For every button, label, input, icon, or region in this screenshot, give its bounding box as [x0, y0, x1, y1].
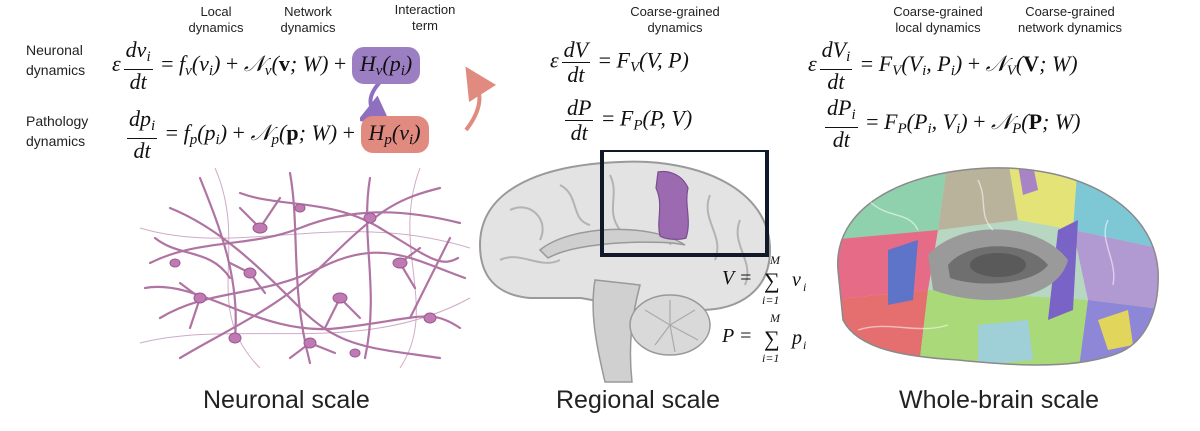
coarse-grained-network-annotation: Coarse-grained network dynamics	[1017, 4, 1123, 35]
sum-p-lower: i=1	[762, 351, 779, 365]
network-dynamics-annotation: Network dynamics	[280, 4, 336, 35]
sum-sign-v: ∑	[764, 268, 780, 293]
sum-v-lower: i=1	[762, 293, 779, 307]
arrow-p-to-v	[464, 66, 497, 132]
sum-p-lhs: P =	[721, 325, 752, 347]
sum-sign-p: ∑	[764, 326, 780, 351]
sum-v-lhs: V =	[722, 267, 752, 289]
sum-p-upper: M	[769, 311, 781, 325]
local-dynamics-annotation: Local dynamics	[188, 4, 244, 35]
pathology-dynamics-label: Pathology dynamics	[26, 113, 89, 149]
neuron-network-illustration	[140, 168, 470, 368]
sum-p-term: p	[790, 327, 802, 349]
sum-v-sub: i	[803, 280, 806, 294]
brainstem-shape	[592, 279, 641, 383]
brain-parcellation-illustration	[837, 167, 1159, 366]
sum-p-sub: i	[803, 338, 806, 352]
sum-v-term: v	[792, 269, 801, 291]
interaction-term-annotation: Interaction term	[394, 2, 456, 33]
coarse-grained-dynamics-annotation: Coarse-grained dynamics	[630, 4, 720, 35]
regional-scale-label: Regional scale	[556, 386, 720, 414]
interaction-term-v-box: Hv(pi)	[351, 47, 421, 85]
zoom-frame	[600, 150, 769, 257]
sum-equations: V = ∑ M i=1 v i P = ∑ M i=1 p i	[721, 253, 806, 365]
neuronal-scale-label: Neuronal scale	[203, 386, 370, 414]
brain-outline	[837, 167, 1159, 366]
whole-brain-scale-label: Whole-brain scale	[899, 386, 1100, 414]
sum-v-upper: M	[769, 253, 781, 267]
brain-sagittal-illustration	[478, 150, 772, 383]
highlighted-region	[655, 170, 689, 240]
interaction-term-p-box: Hp(vi)	[360, 116, 429, 154]
coarse-grained-local-annotation: Coarse-grained local dynamics	[893, 4, 983, 35]
neuronal-dynamics-label: Neuronal dynamics	[26, 42, 86, 78]
